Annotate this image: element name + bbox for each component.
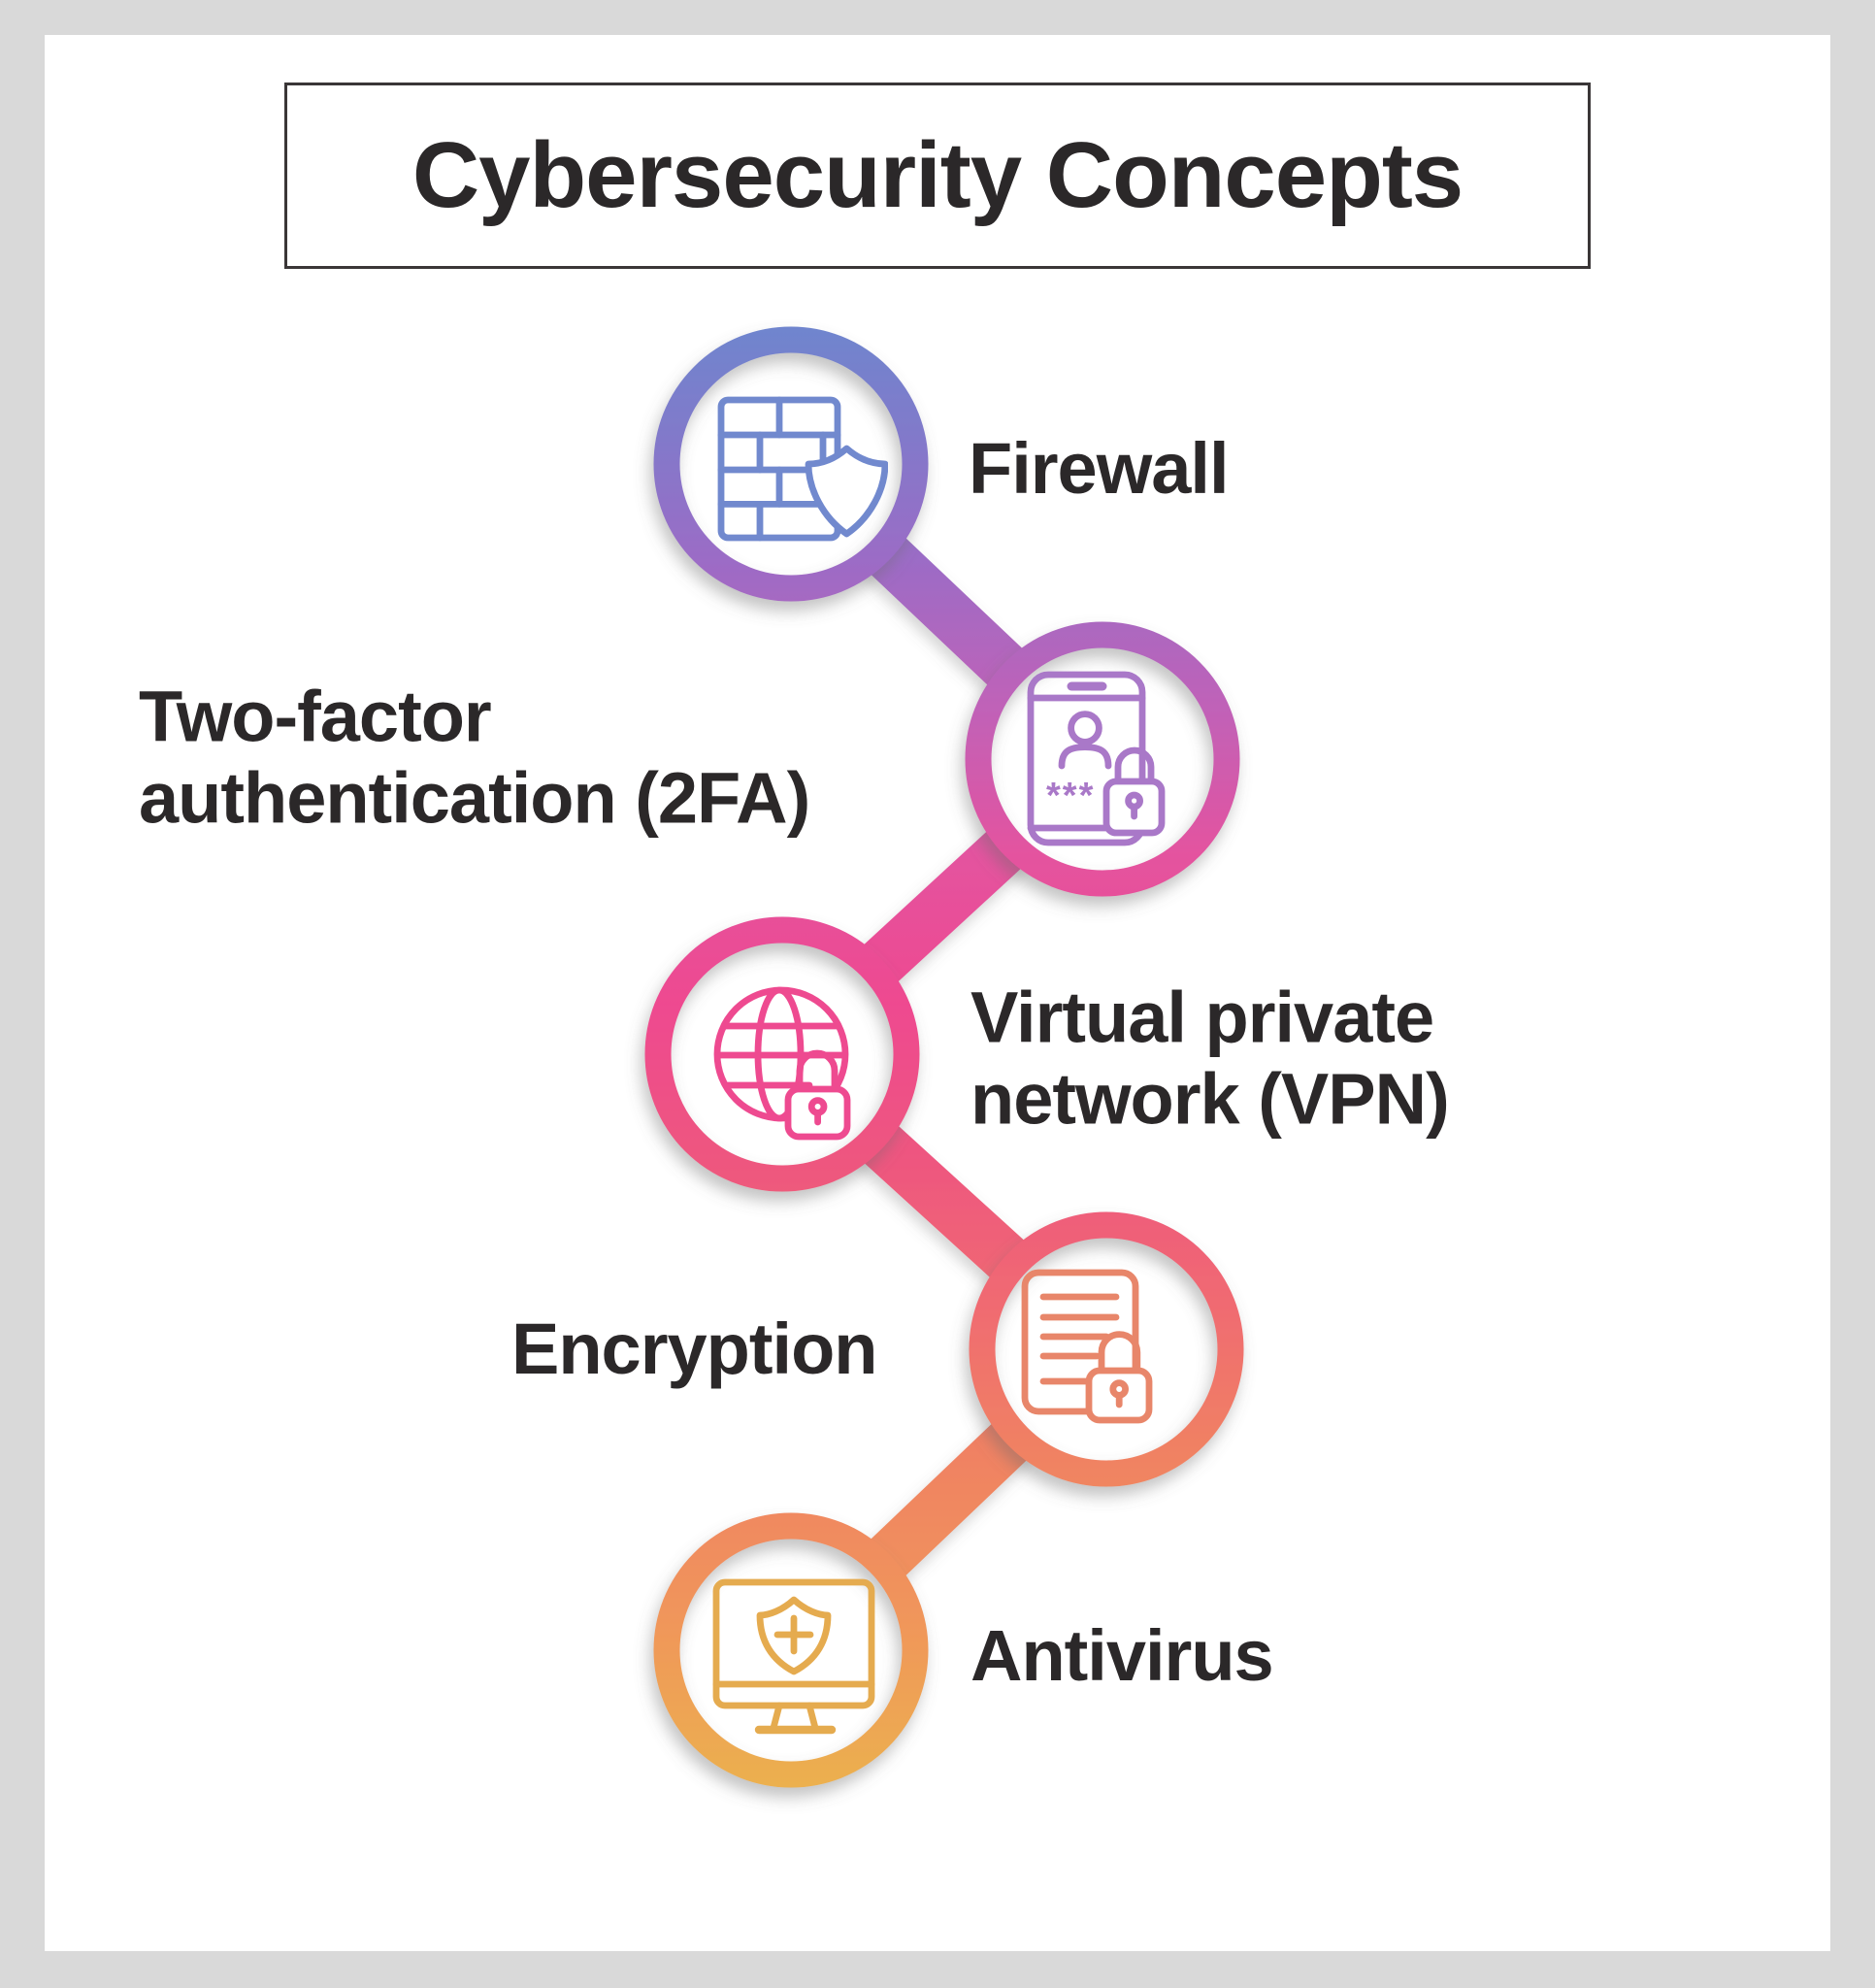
node-ring [644, 916, 920, 1192]
node-firewall [653, 326, 929, 602]
node-ring [653, 1512, 929, 1788]
phone-user-lock-icon: *** [1027, 671, 1166, 846]
page-title: Cybersecurity Concepts [411, 123, 1464, 227]
node-ring [969, 1211, 1244, 1487]
title-box: Cybersecurity Concepts [284, 83, 1591, 269]
document-lock-icon [1021, 1269, 1153, 1424]
node-ring [653, 326, 929, 602]
two-factor-authentication-label-line-2: authentication (2FA) [139, 757, 810, 838]
globe-lock-icon [713, 986, 851, 1141]
two-factor-authentication-label-line-1: Two-factor [139, 676, 492, 757]
brick-wall-shield-icon [717, 396, 888, 542]
encryption-label: Encryption [511, 1309, 877, 1390]
antivirus-label: Antivirus [970, 1615, 1274, 1697]
node-two-factor-authentication: *** [965, 621, 1240, 897]
node-virtual-private-network [644, 916, 920, 1192]
node-encryption [969, 1211, 1244, 1487]
virtual-private-network-label-line-2: network (VPN) [970, 1058, 1450, 1139]
virtual-private-network-label: Virtual private network (VPN) [970, 977, 1450, 1139]
card-background [45, 35, 1830, 1951]
node-antivirus [653, 1512, 929, 1788]
monitor-shield-icon [712, 1578, 875, 1735]
virtual-private-network-label-line-1: Virtual private [970, 977, 1434, 1058]
firewall-label: Firewall [969, 428, 1230, 510]
two-factor-authentication-label: Two-factor authentication (2FA) [139, 676, 810, 838]
node-ring [965, 621, 1240, 897]
password-asterisks: *** [1046, 776, 1095, 816]
